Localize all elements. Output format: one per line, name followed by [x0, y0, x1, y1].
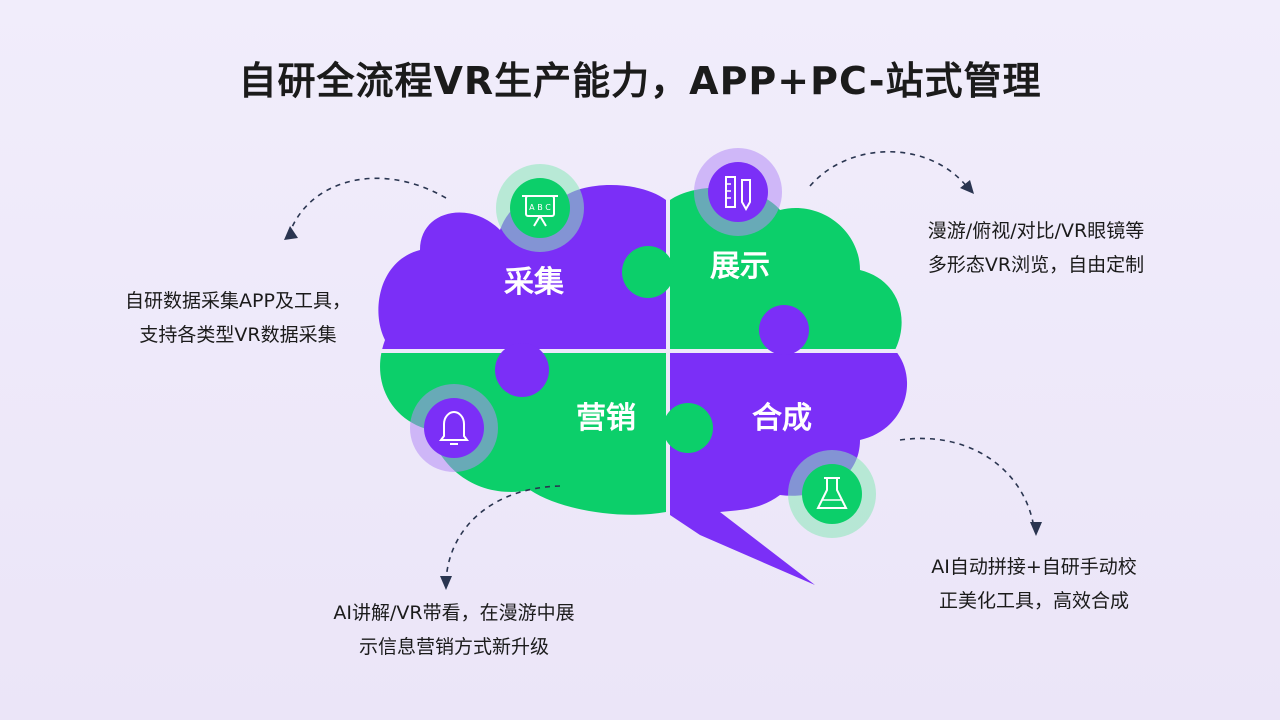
desc-collect-line2: 支持各类型VR数据采集 — [139, 324, 337, 346]
desc-synthesis-line2: 正美化工具，高效合成 — [938, 590, 1129, 612]
label-marketing: 营销 — [576, 401, 636, 436]
ruler-pencil-icon — [694, 148, 782, 236]
page-title: 自研全流程VR生产能力，APP+PC-站式管理 — [238, 59, 1042, 103]
presentation-board-icon: A B C — [496, 164, 584, 252]
arrowhead-display — [960, 180, 974, 194]
desc-collect: 自研数据采集APP及工具， 支持各类型VR数据采集 — [88, 284, 388, 352]
label-display: 展示 — [710, 249, 770, 284]
desc-collect-line1: 自研数据采集APP及工具， — [125, 290, 351, 312]
bell-icon — [410, 384, 498, 472]
puzzle-knob-br — [759, 305, 809, 355]
arrow-collect — [289, 177, 447, 233]
puzzle-knob-bl — [663, 403, 713, 453]
desc-display-line2: 多形态VR浏览，自由定制 — [927, 254, 1145, 276]
arrowhead-synthesis — [1030, 522, 1042, 536]
puzzle-knob-tl — [495, 343, 549, 397]
desc-display-line1: 漫游/俯视/对比/VR眼镜等 — [927, 220, 1145, 242]
arrowhead-marketing — [440, 576, 452, 590]
desc-marketing: AI讲解/VR带看，在漫游中展 示信息营销方式新升级 — [304, 596, 604, 664]
puzzle-knob-tr — [622, 246, 674, 298]
desc-marketing-line1: AI讲解/VR带看，在漫游中展 — [333, 602, 575, 624]
desc-synthesis: AI自动拼接+自研手动校 正美化工具，高效合成 — [884, 550, 1184, 618]
desc-display: 漫游/俯视/对比/VR眼镜等 多形态VR浏览，自由定制 — [886, 214, 1186, 282]
flask-icon — [788, 450, 876, 538]
arrow-display — [809, 151, 969, 189]
desc-synthesis-line1: AI自动拼接+自研手动校 — [931, 556, 1137, 578]
arrow-synthesis — [899, 437, 1035, 529]
desc-marketing-line2: 示信息营销方式新升级 — [358, 636, 549, 658]
label-synthesis: 合成 — [752, 401, 812, 436]
arrow-marketing — [445, 485, 561, 583]
arrowhead-collect — [284, 226, 298, 240]
label-collect: 采集 — [504, 265, 565, 300]
svg-text:A B C: A B C — [529, 203, 551, 212]
